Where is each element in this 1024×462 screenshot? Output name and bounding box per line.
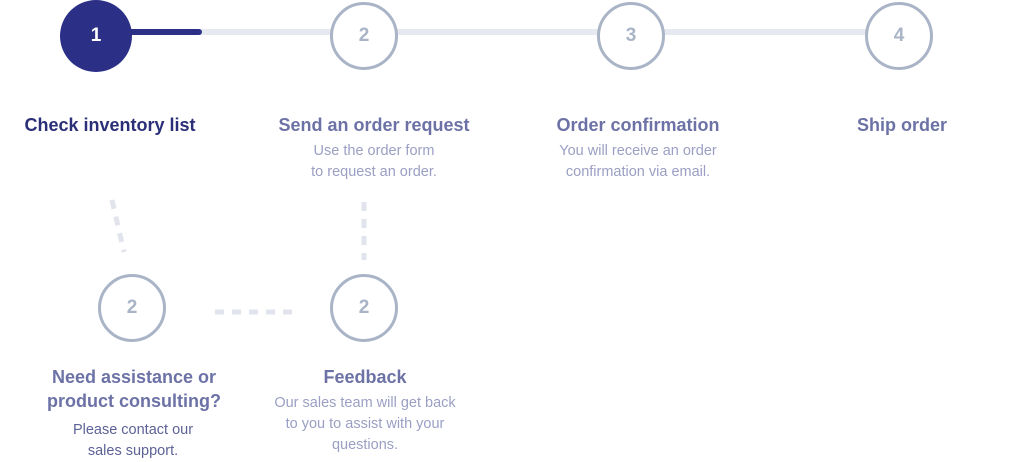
feedback-step-title: Feedback	[323, 367, 407, 387]
assistance-step-number: 2	[126, 297, 138, 318]
assistance-step-title: Need assistance or product consulting?	[47, 367, 221, 411]
step-2-title: Send an order request	[278, 115, 470, 135]
step-4-number: 4	[893, 25, 905, 46]
feedback-step-number: 2	[358, 297, 370, 318]
step-4-title: Ship order	[856, 115, 947, 135]
connector-assistance-to-feedback	[215, 309, 298, 315]
step-3-description: You will receive an order confirmation v…	[559, 143, 717, 180]
step-2-number: 2	[358, 25, 370, 46]
step-3-circle[interactable]: 3	[597, 2, 665, 70]
step-2-circle[interactable]: 2	[330, 2, 398, 70]
assistance-step-circle[interactable]: 2	[98, 274, 166, 342]
step-3-number: 3	[625, 25, 637, 46]
connector-request-to-feedback	[361, 202, 367, 260]
feedback-step-description: Our sales team will get back to you to a…	[274, 395, 456, 453]
step-1-number: 1	[90, 25, 102, 46]
progress-track	[96, 29, 900, 35]
step-2-description: Use the order form to request an order.	[311, 143, 437, 180]
progress-track-fill	[96, 29, 202, 35]
feedback-step-circle[interactable]: 2	[330, 274, 398, 342]
assistance-step-description: Please contact our sales support.	[72, 422, 194, 459]
step-1-title: Check inventory list	[24, 115, 196, 135]
connector-check-to-assistance	[109, 199, 127, 253]
step-3-title: Order confirmation	[556, 115, 720, 135]
step-4-circle[interactable]: 4	[865, 2, 933, 70]
step-1-circle[interactable]: 1	[60, 0, 132, 72]
